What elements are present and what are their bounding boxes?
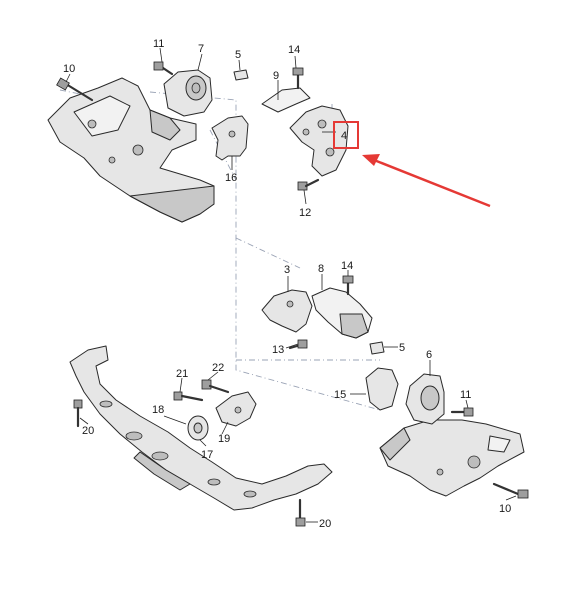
crossmember-18 (69, 345, 333, 511)
callout-labels: 11 7 5 14 10 9 4 16 12 3 8 14 13 5 6 21 … (63, 38, 511, 530)
bolt-13 (288, 339, 308, 350)
callout-8: 8 (318, 263, 324, 275)
bracket-15 (365, 367, 399, 411)
pointer-arrow (362, 154, 491, 208)
bolt-11-lower (450, 407, 474, 417)
bolt-11-upper (153, 61, 174, 76)
bushing-17 (187, 415, 209, 441)
highlight-box (333, 121, 359, 149)
callout-12: 12 (299, 207, 311, 219)
callout-18: 18 (152, 404, 164, 416)
bolt-10-lower (492, 482, 529, 499)
callout-16: 16 (225, 172, 237, 184)
bolt-10-upper (56, 77, 94, 102)
bracket-19 (215, 391, 257, 427)
callout-14-upper: 14 (288, 44, 300, 56)
callout-11-lower: 11 (460, 389, 471, 401)
callout-22: 22 (212, 362, 224, 374)
bolt-20-left (73, 399, 83, 428)
leader-lines (65, 47, 517, 523)
callout-19: 19 (218, 433, 230, 445)
heat-shield-8 (311, 287, 373, 339)
callout-20-left: 20 (82, 425, 94, 437)
callout-9: 9 (273, 70, 279, 82)
callout-14-middle: 14 (341, 260, 353, 272)
callout-10-upper: 10 (63, 63, 75, 75)
engine-mount-7 (163, 69, 213, 117)
callout-20-bottom: 20 (319, 518, 331, 530)
bolt-21 (173, 391, 204, 402)
callout-4: 4 (341, 130, 347, 142)
bracket-16 (211, 115, 249, 161)
bracket-3 (261, 289, 313, 333)
callout-7: 7 (198, 43, 204, 55)
clip-5-upper (233, 69, 249, 81)
callout-11-upper: 11 (153, 38, 164, 50)
callout-3: 3 (284, 264, 290, 276)
callout-5-middle: 5 (399, 342, 405, 354)
subframe-lower-right (379, 419, 525, 497)
callout-21: 21 (176, 368, 188, 380)
heat-shield-9 (261, 87, 311, 113)
callout-5-upper: 5 (235, 49, 241, 61)
subframe-upper-left (47, 77, 215, 223)
bolt-20-bottom (295, 498, 306, 527)
callout-15: 15 (334, 389, 346, 401)
engine-mount-6 (405, 373, 445, 425)
callout-6: 6 (426, 349, 432, 361)
bracket-4 (289, 105, 349, 177)
callout-17: 17 (201, 449, 213, 461)
bolt-12 (297, 178, 320, 191)
bolt-14-upper (292, 67, 304, 90)
clip-5-middle (369, 341, 385, 355)
bolt-22 (201, 379, 230, 394)
callout-13: 13 (272, 344, 284, 356)
callout-10-lower: 10 (499, 503, 511, 515)
